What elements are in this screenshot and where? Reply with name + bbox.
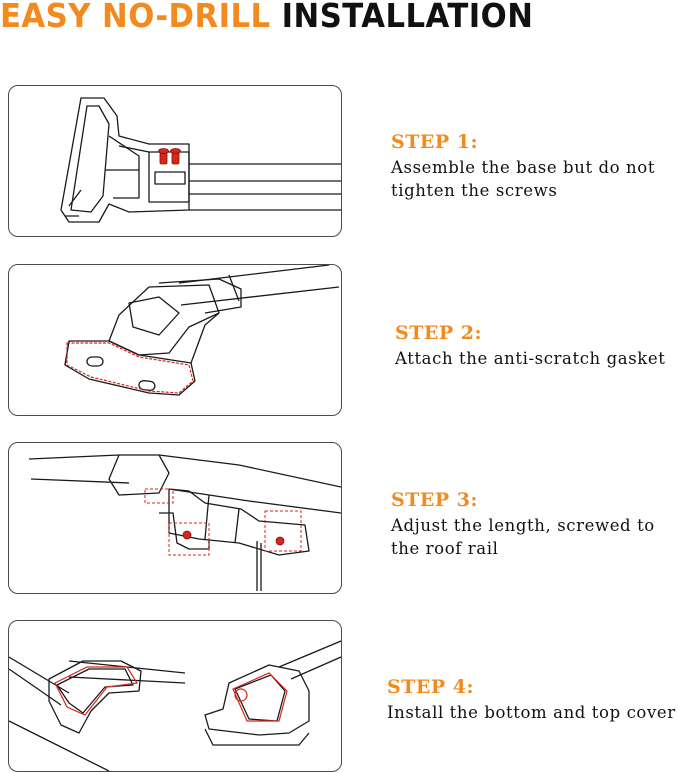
step-3-desc-line-1: Adjust the length, screwed to [391, 516, 655, 535]
step-1-illustration [8, 85, 342, 237]
step-4-desc-line-1: Install the bottom and top cover [387, 703, 676, 722]
step-4-illustration [8, 620, 342, 772]
step-2-desc-line-1: Attach the anti-scratch gasket [395, 349, 666, 368]
step-3-label: STEP 3: [391, 489, 478, 511]
step-1-drawing [60, 97, 341, 223]
page-title: EASY NO-DRILL INSTALLATION [0, 0, 631, 34]
step-4-label: STEP 4: [387, 676, 474, 698]
step-3-desc-line-2: the roof rail [391, 539, 499, 558]
step-2-label: STEP 2: [395, 322, 482, 344]
title-accent: EASY NO-DRILL [0, 0, 271, 35]
step-4-drawing [9, 640, 341, 771]
step-3-drawing [28, 454, 341, 591]
step-1-label: STEP 1: [391, 131, 478, 153]
step-1-desc-line-2: tighten the screws [391, 181, 558, 200]
step-3-illustration [8, 442, 342, 594]
step-2-drawing [64, 265, 340, 396]
step-1-desc-line-1: Assemble the base but do not [391, 158, 656, 177]
step-2-illustration [8, 264, 342, 416]
title-rest: INSTALLATION [281, 0, 534, 35]
